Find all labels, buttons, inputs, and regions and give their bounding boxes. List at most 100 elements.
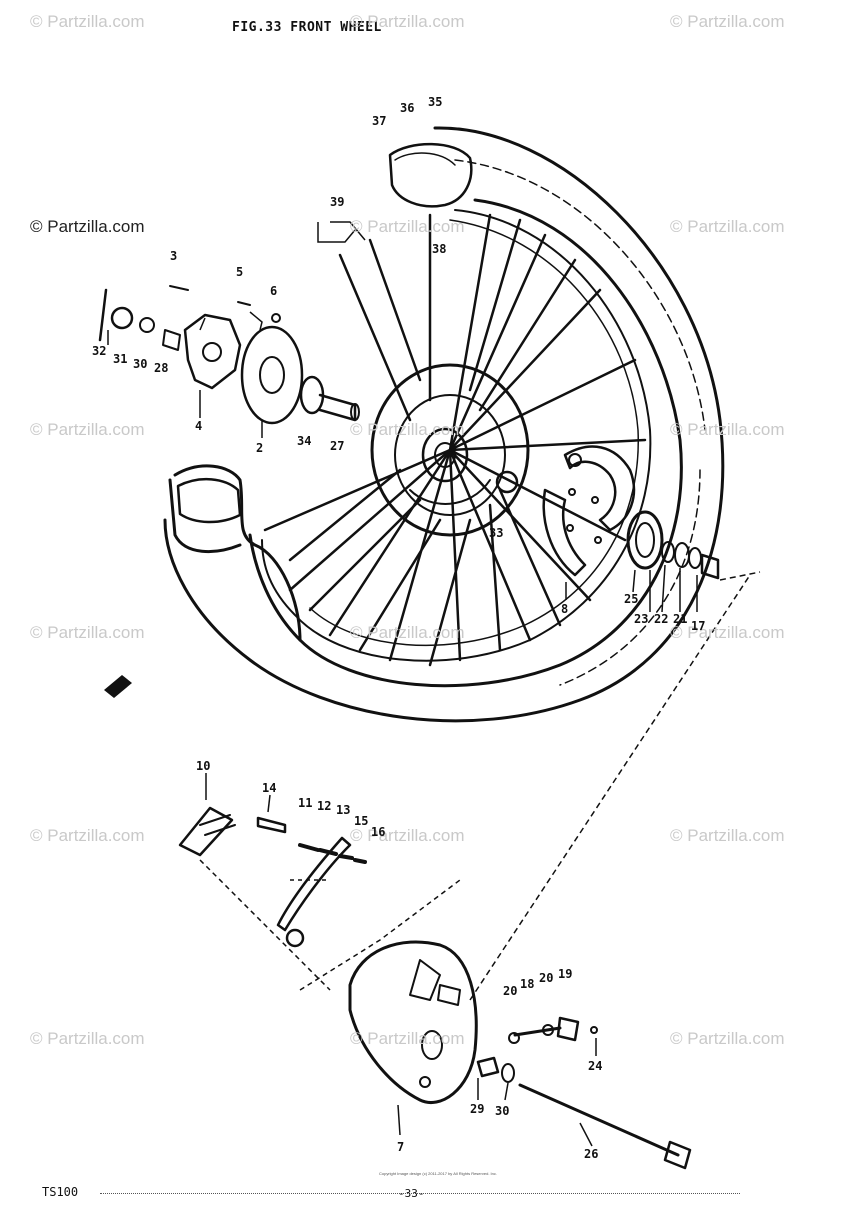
callout: 36 <box>400 101 415 115</box>
callout: 17 <box>691 619 706 633</box>
callout: 30 <box>495 1104 510 1118</box>
bottom-rule <box>100 1193 740 1194</box>
callout: 6 <box>270 284 278 298</box>
callout: 13 <box>336 803 351 817</box>
callout: 20 <box>503 984 518 998</box>
nut-stack-11-16 <box>298 843 367 864</box>
watermark: © Partzilla.com <box>670 623 785 642</box>
watermark: © Partzilla.com <box>350 420 465 439</box>
collar-29 <box>476 1056 500 1078</box>
callout: 4 <box>195 419 203 433</box>
watermark: © Partzilla.com <box>670 826 785 845</box>
callout: 21 <box>673 612 688 626</box>
brake-panel-7 <box>348 940 478 1104</box>
marker-glyph <box>104 675 132 698</box>
bracket-4 <box>183 313 242 390</box>
watermark: © Partzilla.com <box>350 1029 465 1048</box>
watermark: © Partzilla.com <box>670 12 785 31</box>
watermark: © Partzilla.com <box>670 420 785 439</box>
bolt-5 <box>237 301 251 306</box>
bolt-14 <box>256 816 287 834</box>
callout: 10 <box>196 759 211 773</box>
nut-17 <box>700 553 720 580</box>
callout: 18 <box>520 977 535 991</box>
seal-25 <box>626 510 664 570</box>
bolt-3 <box>169 285 189 291</box>
callout: 34 <box>297 434 312 448</box>
callout: 32 <box>92 344 107 358</box>
disc-2 <box>240 325 304 425</box>
callout: 26 <box>584 1147 599 1161</box>
watermark: © Partzilla.com <box>350 12 465 31</box>
gear-19 <box>556 1016 580 1042</box>
model-label: TS100 <box>42 1185 79 1199</box>
clip-24 <box>590 1026 598 1034</box>
brake-shoe-lower <box>542 488 587 577</box>
watermark: © Partzilla.com <box>30 623 145 642</box>
spokes <box>263 213 647 667</box>
callout: 23 <box>634 612 649 626</box>
callout: 27 <box>330 439 345 453</box>
callout: 16 <box>371 825 386 839</box>
hub-bolt <box>495 470 519 494</box>
callout: 8 <box>561 602 569 616</box>
tire-outer <box>163 126 725 723</box>
hub-inner <box>394 394 506 516</box>
washer-30b <box>501 1063 515 1083</box>
tube-section-top <box>388 142 473 208</box>
rim <box>261 209 652 662</box>
watermark: © Partzilla.com <box>30 12 145 31</box>
callout: 35 <box>428 95 443 109</box>
callout: 39 <box>330 195 345 209</box>
callout: 20 <box>539 971 554 985</box>
callout: 7 <box>397 1140 405 1154</box>
callout: 31 <box>113 352 128 366</box>
callout: 14 <box>262 781 277 795</box>
callout: 5 <box>236 265 244 279</box>
tire-section-left <box>173 464 302 642</box>
washer-20a <box>508 1032 520 1044</box>
watermark: © Partzilla.com <box>30 826 145 845</box>
fitting-10 <box>178 806 234 857</box>
collar-28 <box>162 329 181 351</box>
watermark: © Partzilla.com <box>670 1029 785 1048</box>
spacer-27 <box>318 393 357 422</box>
brake-shoe-upper <box>563 445 636 532</box>
watermark: © Partzilla.com <box>30 420 145 439</box>
pin-32 <box>98 288 108 342</box>
figure-title: FIG.33 FRONT WHEEL <box>232 20 382 35</box>
callout: 38 <box>432 242 447 256</box>
watermark: © Partzilla.com <box>30 1029 145 1048</box>
callout: 12 <box>317 799 332 813</box>
callout: 37 <box>372 114 387 128</box>
callout: 2 <box>256 441 264 455</box>
callout: 29 <box>470 1102 485 1116</box>
watermark: © Partzilla.com <box>350 217 465 236</box>
callout: 11 <box>298 796 313 810</box>
hub-outer <box>370 363 530 537</box>
nut-6 <box>271 313 281 323</box>
stay-arm <box>276 836 352 932</box>
callout: 22 <box>654 612 669 626</box>
leader-lines <box>107 221 761 1147</box>
page-number: -33- <box>398 1187 425 1200</box>
callout: 15 <box>354 814 369 828</box>
washer-30 <box>139 317 155 333</box>
callout: 19 <box>558 967 573 981</box>
callout: 30 <box>133 357 148 371</box>
watermark: © Partzilla.com <box>30 217 145 236</box>
callout: 25 <box>624 592 639 606</box>
axle-26 <box>518 1083 680 1157</box>
callout: 24 <box>588 1059 603 1073</box>
watermark: © Partzilla.com <box>350 623 465 642</box>
copyright-note: Copyright Image design (c) 2011-2017 by … <box>379 1171 497 1176</box>
washer-20b <box>542 1024 554 1036</box>
callout: 3 <box>170 249 178 263</box>
watermark: © Partzilla.com <box>670 217 785 236</box>
callout: 28 <box>154 361 169 375</box>
watermark: © Partzilla.com <box>350 826 465 845</box>
nut-31 <box>110 306 134 330</box>
callout: 33 <box>489 526 504 540</box>
